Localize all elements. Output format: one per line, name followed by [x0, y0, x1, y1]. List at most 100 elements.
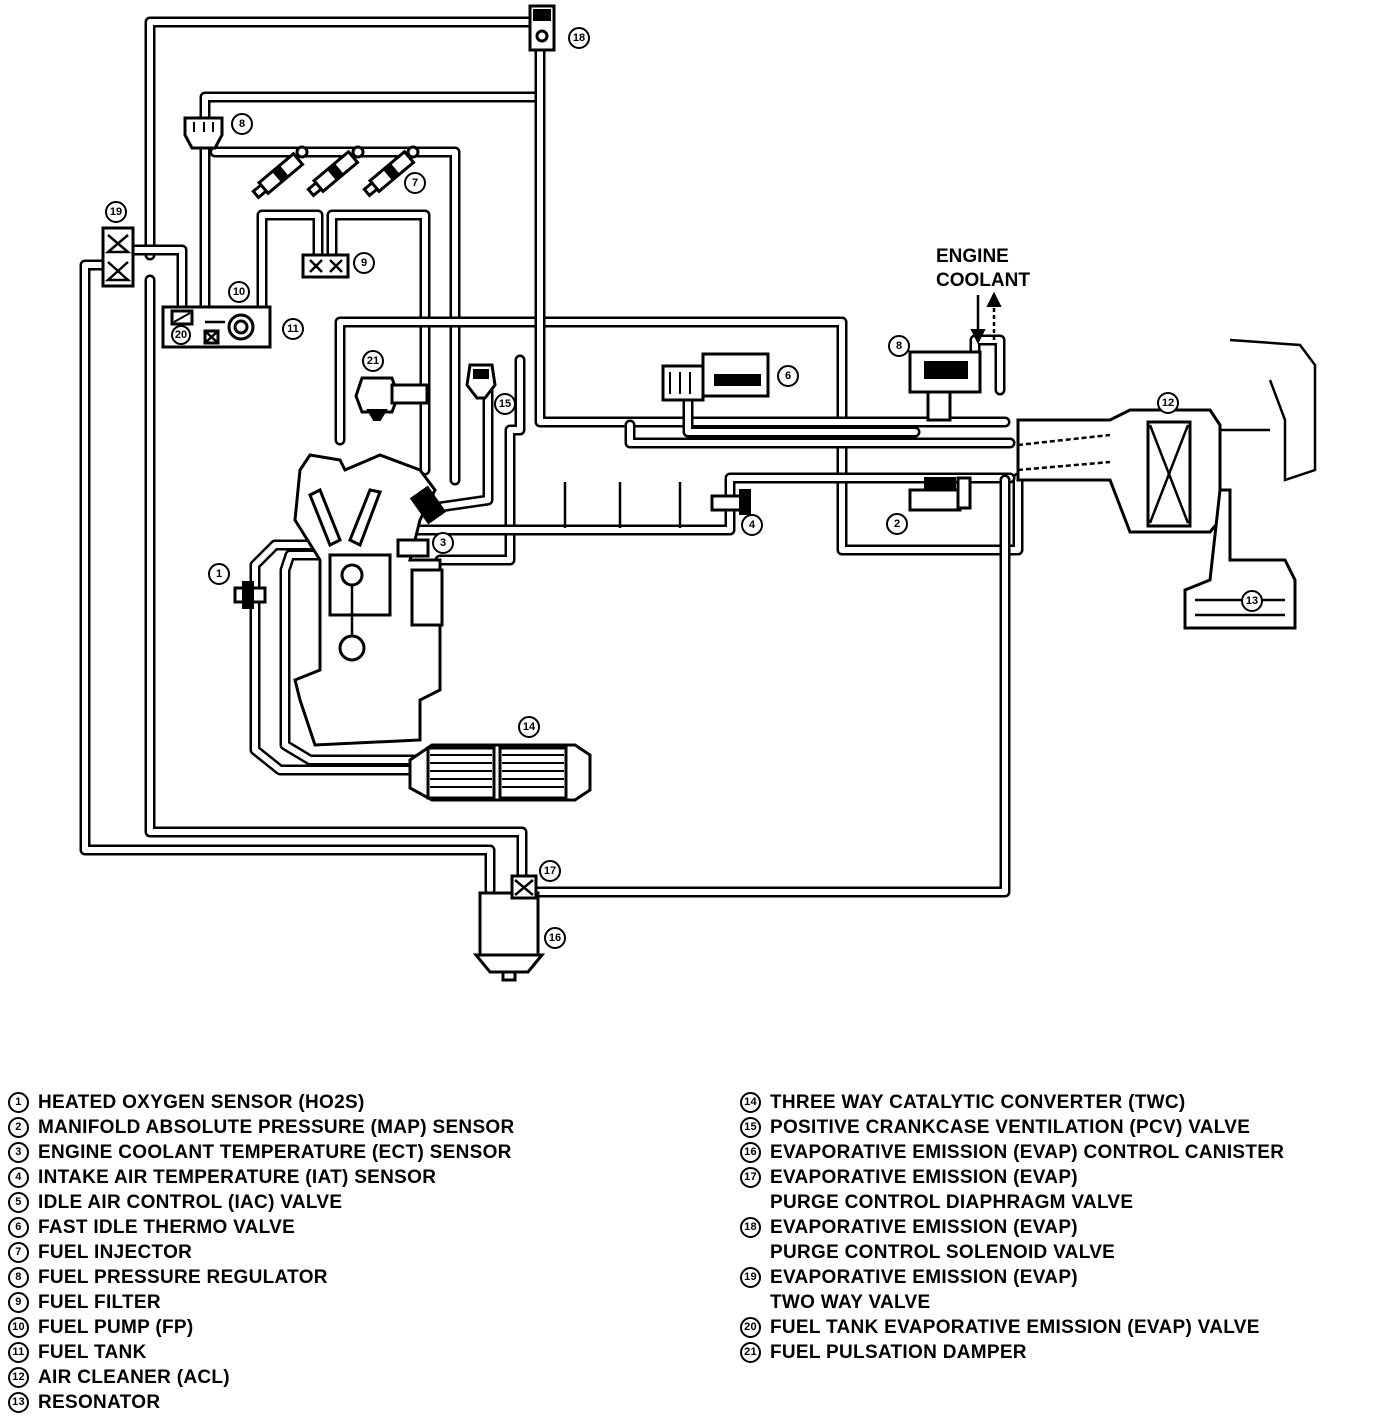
iat-sensor [710, 489, 751, 515]
callout-11: 11 [282, 318, 304, 340]
callout-18: 18 [568, 27, 590, 49]
legend-label: FUEL PRESSURE REGULATOR [38, 1265, 328, 1290]
callout-4: 4 [741, 514, 763, 536]
legend-number-badge: 14 [740, 1092, 761, 1113]
legend-item-2: 2 MANIFOLD ABSOLUTE PRESSURE (MAP) SENSOR [8, 1115, 515, 1140]
pcv-valve [465, 363, 497, 400]
svg-text:21: 21 [367, 355, 379, 367]
legend-label-line: FUEL PRESSURE REGULATOR [38, 1267, 328, 1288]
legend-number-badge: 13 [8, 1392, 29, 1413]
legend-item-8: 8 FUEL PRESSURE REGULATOR [8, 1265, 515, 1290]
legend-item-12: 12 AIR CLEANER (ACL) [8, 1365, 515, 1390]
legend-label-line: INTAKE AIR TEMPERATURE (IAT) SENSOR [38, 1167, 437, 1188]
legend-number-badge: 1 [8, 1092, 29, 1113]
callout-16: 16 [544, 927, 566, 949]
fuel-pressure-regulator [183, 116, 224, 150]
svg-text:8: 8 [239, 118, 245, 130]
callouts: 1 2 3 4 5 6 7 8 8 9 10 11 12 13 14 15 16… [105, 27, 1263, 949]
legend-label-line: AIR CLEANER (ACL) [38, 1367, 230, 1388]
hose-canister-to-throttle [529, 474, 1011, 898]
legend-item-18: 18 EVAPORATIVE EMISSION (EVAP) PURGE CONTR… [740, 1215, 1284, 1265]
fuel-filter [301, 253, 350, 279]
legend-label-line: FUEL PULSATION DAMPER [770, 1342, 1027, 1363]
legend-label: EVAPORATIVE EMISSION (EVAP)PURGE CONTROL… [770, 1165, 1133, 1215]
svg-text:7: 7 [412, 177, 418, 189]
legend-item-21: 21 FUEL PULSATION DAMPER [740, 1340, 1284, 1365]
legend-number-badge: 21 [740, 1342, 761, 1363]
callout-2: 2 [886, 513, 908, 535]
callout-9: 9 [353, 252, 375, 274]
legend-item-16: 16 EVAPORATIVE EMISSION (EVAP) CONTROL CA… [740, 1140, 1284, 1165]
component-legend: 1 HEATED OXYGEN SENSOR (HO2S) 2 MANIFOLD AB… [0, 1090, 1376, 1420]
legend-number-badge: 16 [740, 1142, 761, 1163]
legend-label-line: EVAPORATIVE EMISSION (EVAP) [770, 1217, 1078, 1238]
map-sensor [908, 476, 972, 512]
evap-canister [472, 891, 546, 982]
coolant-arrows [970, 291, 1002, 345]
callout-21: 21 [362, 350, 384, 372]
callout-7: 7 [404, 172, 426, 194]
legend-label: AIR CLEANER (ACL) [38, 1365, 230, 1390]
svg-text:3: 3 [440, 537, 446, 549]
legend-label: RESONATOR [38, 1390, 160, 1415]
legend-label: FUEL PULSATION DAMPER [770, 1340, 1027, 1365]
legend-label: MANIFOLD ABSOLUTE PRESSURE (MAP) SENSOR [38, 1115, 515, 1140]
legend-label: FAST IDLE THERMO VALVE [38, 1215, 295, 1240]
catalytic-converter [408, 743, 592, 802]
svg-text:12: 12 [1162, 397, 1174, 409]
legend-number-badge: 9 [8, 1292, 29, 1313]
legend-label: HEATED OXYGEN SENSOR (HO2S) [38, 1090, 365, 1115]
fast-idle-thermo-valve [908, 350, 982, 422]
svg-text:2: 2 [894, 518, 900, 530]
legend-number-badge: 5 [8, 1192, 29, 1213]
legend-label-line: FUEL TANK EVAPORATIVE EMISSION (EVAP) VA… [770, 1317, 1260, 1338]
legend-label-line: MANIFOLD ABSOLUTE PRESSURE (MAP) SENSOR [38, 1117, 515, 1138]
callout-6: 6 [777, 365, 799, 387]
svg-text:8: 8 [896, 340, 902, 352]
legend-label-line: EVAPORATIVE EMISSION (EVAP) [770, 1167, 1078, 1188]
legend-label-line: PURGE CONTROL SOLENOID VALVE [770, 1242, 1116, 1263]
legend-item-14: 14 THREE WAY CATALYTIC CONVERTER (TWC) [740, 1090, 1284, 1115]
legend-number-badge: 2 [8, 1117, 29, 1138]
engine-block [233, 453, 447, 747]
svg-text:16: 16 [549, 932, 561, 944]
svg-text:18: 18 [573, 32, 585, 44]
legend-label-line: TWO WAY VALVE [770, 1292, 931, 1313]
legend-number-badge: 4 [8, 1167, 29, 1188]
callout-15: 15 [494, 393, 516, 415]
svg-text:4: 4 [749, 519, 756, 531]
engine-coolant-label-line2: COOLANT [936, 270, 1030, 291]
hose-two-way-to-tank [124, 244, 188, 314]
legend-label: EVAPORATIVE EMISSION (EVAP) CONTROL CANI… [770, 1140, 1284, 1165]
air-cleaner [1016, 338, 1317, 534]
legend-label: FUEL INJECTOR [38, 1240, 192, 1265]
legend-number-badge: 6 [8, 1217, 29, 1238]
legend-number-badge: 18 [740, 1217, 761, 1238]
legend-number-badge: 11 [8, 1342, 29, 1363]
legend-label-line: FUEL TANK [38, 1342, 147, 1363]
svg-text:14: 14 [523, 721, 536, 733]
svg-text:15: 15 [499, 398, 511, 410]
legend-label-line: POSITIVE CRANKCASE VENTILATION (PCV) VAL… [770, 1117, 1251, 1138]
svg-text:1: 1 [216, 568, 222, 580]
legend-label-line: FAST IDLE THERMO VALVE [38, 1217, 296, 1238]
resonator [1183, 488, 1297, 630]
intake-stubs [563, 482, 682, 528]
legend-label-line: HEATED OXYGEN SENSOR (HO2S) [38, 1092, 365, 1113]
hose-filter-out [326, 209, 431, 476]
legend-label: THREE WAY CATALYTIC CONVERTER (TWC) [770, 1090, 1186, 1115]
legend-number-badge: 12 [8, 1367, 29, 1388]
legend-label: EVAPORATIVE EMISSION (EVAP) TWO WAY VALVE [770, 1265, 1078, 1315]
legend-label-line: EVAPORATIVE EMISSION (EVAP) [770, 1267, 1078, 1288]
callout-14: 14 [518, 716, 540, 738]
legend-label: IDLE AIR CONTROL (IAC) VALVE [38, 1190, 342, 1215]
callout-17: 17 [539, 860, 561, 882]
callout-13: 13 [1241, 590, 1263, 612]
emission-system-diagram: ENGINE COOLANT 1 2 3 4 5 6 7 8 8 9 10 11… [79, 4, 1317, 982]
legend-number-badge: 8 [8, 1267, 29, 1288]
